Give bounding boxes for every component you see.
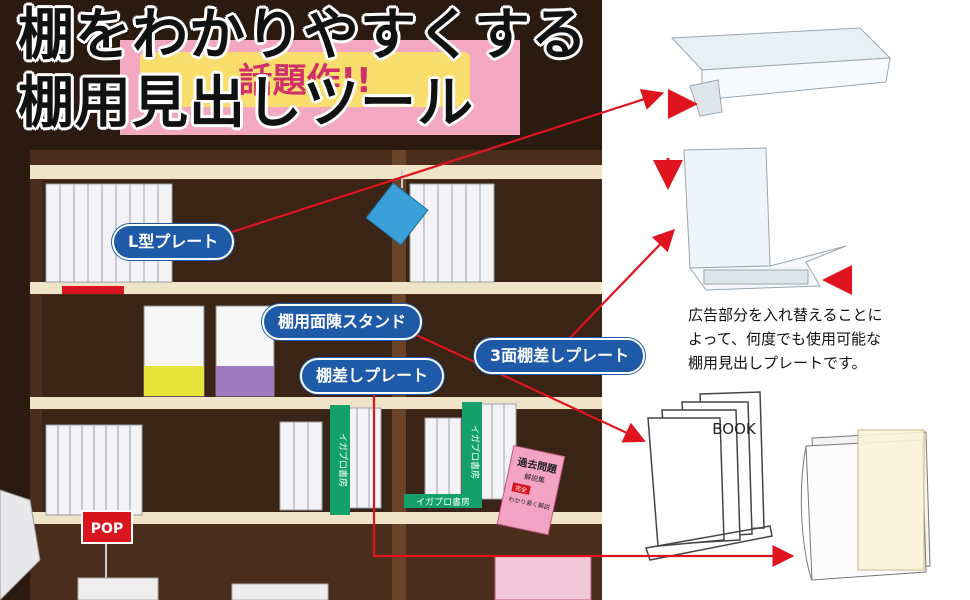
svg-text:イガプロ書房: イガプロ書房 [337,433,349,487]
product-description: 広告部分を入れ替えることに よって、何度でも使用可能な 棚用見出しプレートです。 [688,303,958,375]
l-plate-red [62,286,124,294]
headline-line2: 棚用見出しツール [18,71,474,136]
callout-stand: 棚用面陳スタンド [262,304,423,340]
bookshelf-scene: 話題作!! [0,0,602,600]
hanging-tag [365,170,429,246]
pamphlet-stand: 過去問題 解説集 完全 わかり易く解説 [496,445,566,536]
callout-tanasashi: 棚差しプレート [300,358,445,394]
pop-label: POP [91,521,123,537]
green-plate [330,405,350,515]
book-label: BOOK [712,420,757,438]
callout-three-side: 3面棚差しプレート [474,338,646,374]
svg-text:イガプロ書房: イガプロ書房 [416,496,470,508]
tanasashi-plate-diagram [800,429,931,581]
svg-text:解説集: 解説集 [523,472,545,485]
description-line: よって、何度でも使用可能な [688,330,882,348]
headline-line1: 棚をわかりやすくする [18,3,588,68]
three-side-plate-diagram [653,147,852,295]
svg-text:完全: 完全 [514,484,527,494]
svg-text:イガプロ書房: イガプロ書房 [469,425,481,479]
connector-arrows [231,88,795,567]
description-line: 広告部分を入れ替えることに [688,306,883,324]
banner-text: 話題作!! [238,61,371,101]
callout-l-plate: L型プレート [112,224,235,260]
pop-sign: POP [81,510,133,580]
description-line: 棚用見出しプレートです。 [688,354,867,372]
l-plate-diagram [668,27,892,119]
stand-diagram: BOOK [645,391,773,561]
